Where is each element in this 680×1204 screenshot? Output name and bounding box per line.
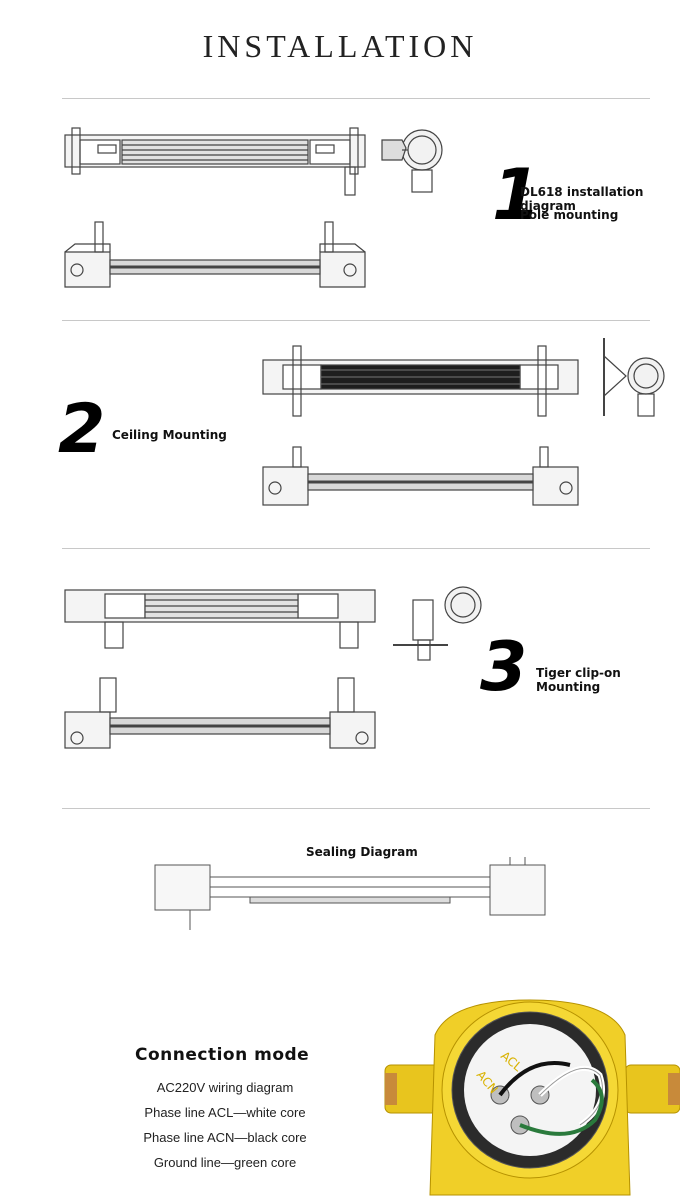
- step-number-2: 2: [58, 390, 106, 469]
- step-number-1: 1: [492, 154, 541, 236]
- pole-mount-front-view: [64, 221, 366, 288]
- divider: [62, 548, 650, 549]
- connection-line-3: Phase line ACN—black core: [143, 1130, 307, 1145]
- page-title: INSTALLATION: [202, 28, 478, 64]
- ceiling-mount-side-detail: [603, 338, 665, 417]
- connection-line-1: AC220V wiring diagram: [156, 1080, 294, 1095]
- section1-title: DL618 installation diagram: [520, 185, 644, 213]
- divider: [62, 808, 650, 809]
- sealing-diagram: [154, 857, 546, 930]
- junction-box-photo: ACL ACN: [384, 999, 680, 1196]
- pole-mount-top-view: [64, 127, 366, 196]
- divider: [62, 320, 650, 321]
- connection-line-4: Ground line—green core: [153, 1155, 297, 1170]
- clip-mount-side-detail: [393, 586, 482, 661]
- divider: [62, 98, 650, 99]
- sealing-title: Sealing Diagram: [306, 845, 418, 859]
- section3-title: Tiger clip-on Mounting: [536, 666, 621, 694]
- ceiling-mount-front-view: [262, 446, 579, 506]
- clip-mount-front-view: [64, 677, 376, 749]
- section1-subtitle: Pole mounting: [520, 208, 619, 222]
- connection-line-2: Phase line ACL—white core: [144, 1105, 306, 1120]
- clip-mount-top-view: [64, 589, 376, 649]
- pole-mount-side-detail: [381, 129, 443, 193]
- ceiling-mount-top-view: [262, 345, 579, 417]
- connection-title: Connection mode: [135, 1045, 310, 1065]
- step-number-3: 3: [480, 628, 528, 707]
- section2-title: Ceiling Mounting: [112, 428, 227, 442]
